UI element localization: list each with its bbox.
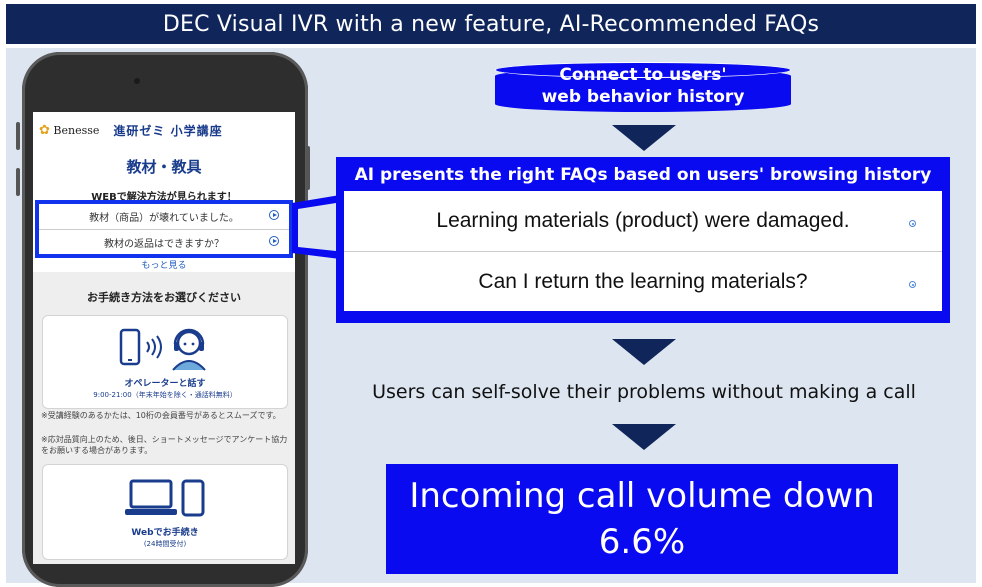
phone-camera <box>134 78 140 84</box>
laptop-icon <box>125 479 177 515</box>
operator-headset-icon <box>172 328 206 371</box>
phone-faq-item[interactable]: 教材（商品）が壊れていました。 <box>39 204 289 230</box>
cylinder-top <box>495 62 791 78</box>
ai-faq-panel: AI presents the right FAQs based on user… <box>336 157 950 323</box>
phone-volume-button <box>16 122 20 150</box>
radio-dot-icon <box>909 220 916 227</box>
radio-dot-icon <box>909 281 916 288</box>
brand-course: 進研ゼミ 小学講座 <box>113 123 223 138</box>
brand-logo-text: Benesse <box>53 123 100 137</box>
ai-faq-text: Learning materials (product) were damage… <box>436 209 850 232</box>
ai-faq-item[interactable]: Can I return the learning materials? <box>344 251 942 312</box>
screen-heading: 教材・教具 <box>126 158 202 176</box>
web-devices-illustration <box>125 479 205 517</box>
down-arrow-icon <box>612 339 676 365</box>
play-circle-icon <box>269 236 279 246</box>
page-title: DEC Visual IVR with a new feature, AI-Re… <box>6 4 976 44</box>
result-line1: Incoming call volume down <box>409 476 875 516</box>
tablet-icon <box>181 479 205 517</box>
ai-panel-title: AI presents the right FAQs based on user… <box>354 165 932 185</box>
phone-screen: ✿ Benesse 進研ゼミ 小学講座 教材・教具 WEBで解決方法が見られます… <box>33 112 295 564</box>
procedure-title: お手続き方法をお選びください <box>87 291 241 304</box>
operator-label: オペレーターと話す <box>124 379 206 389</box>
phone-volume-button <box>16 168 20 196</box>
smartphone-icon <box>119 328 141 366</box>
result-box: Incoming call volume down 6.6% <box>386 464 898 574</box>
operator-contact-illustration <box>119 328 206 371</box>
down-arrow-icon <box>612 125 676 151</box>
phone-power-button <box>306 146 310 190</box>
phone-faq-text: 教材の返品はできますか？ <box>104 239 224 250</box>
leaf-icon: ✿ <box>39 122 50 138</box>
ai-faq-item[interactable]: Learning materials (product) were damage… <box>344 191 942 251</box>
ai-faq-text: Can I return the learning materials? <box>478 270 808 293</box>
phone-faq-box: 教材（商品）が壊れていました。 教材の返品はできますか？ <box>35 200 293 258</box>
web-history-source: Connect to users' web behavior history <box>495 62 791 118</box>
ai-faq-list: Learning materials (product) were damage… <box>344 191 942 311</box>
member-number-note: ※受講経験のあるかたは、10桁の会員番号があるとスムーズです。 <box>41 411 281 420</box>
phone-faq-text: 教材（商品）が壊れていました。 <box>89 213 239 224</box>
self-solve-statement: Users can self-solve their problems with… <box>372 381 916 403</box>
web-procedure-hours: (24時間受付) <box>143 540 187 548</box>
web-procedure-card[interactable]: Webでお手続き (24時間受付) <box>42 464 288 560</box>
web-procedure-label: Webでお手続き <box>131 528 199 538</box>
more-link[interactable]: もっと見る <box>141 261 187 270</box>
screen-subheading: WEBで解決方法が見られます！ <box>91 192 237 203</box>
play-circle-icon <box>269 210 279 220</box>
operator-card[interactable]: オペレーターと話す 9:00-21:00（年末年始を除く・通話料無料） <box>42 315 288 409</box>
survey-note: ※応対品質向上のため、後日、ショートメッセージでアンケート協力をお願いする場合が… <box>41 435 288 455</box>
result-value: 6.6% <box>598 522 686 562</box>
phone-faq-item[interactable]: 教材の返品はできますか？ <box>39 230 289 255</box>
source-label-line2: web behavior history <box>541 87 745 107</box>
benesse-logo: ✿ Benesse <box>39 123 99 138</box>
down-arrow-icon <box>612 424 676 450</box>
brand-header: ✿ Benesse 進研ゼミ 小学講座 <box>33 112 295 148</box>
operator-hours: 9:00-21:00（年末年始を除く・通話料無料） <box>93 391 237 399</box>
source-label-line1: Connect to users' <box>559 65 727 85</box>
callout-connector <box>292 195 340 259</box>
sound-waves-icon <box>146 335 162 359</box>
source-label: Connect to users' web behavior history <box>495 64 791 108</box>
